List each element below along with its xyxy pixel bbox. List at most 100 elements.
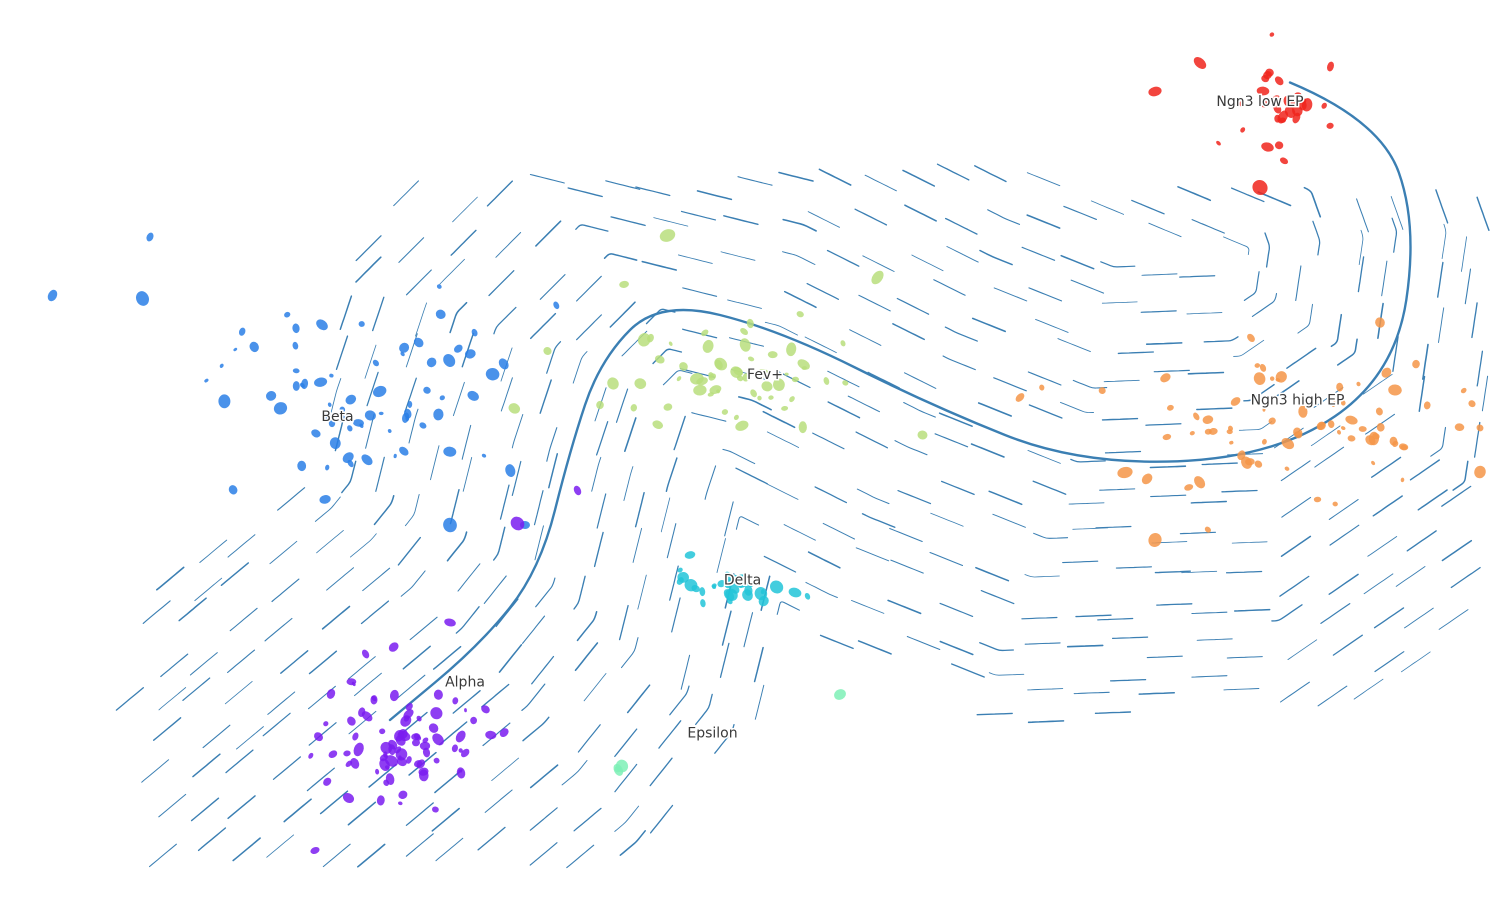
cell-fev-139 bbox=[768, 395, 774, 400]
cluster-label-beta: Beta bbox=[321, 409, 353, 425]
streamline-171 bbox=[620, 637, 639, 669]
cell-fev-158 bbox=[789, 396, 795, 403]
cell-alpha-350 bbox=[456, 767, 466, 779]
streamline-96 bbox=[446, 531, 468, 562]
cells-layer bbox=[47, 32, 1486, 854]
streamline-142 bbox=[575, 224, 609, 232]
streamline-152 bbox=[576, 611, 598, 642]
cell-beta-210 bbox=[292, 368, 300, 374]
cell-fev-124 bbox=[702, 339, 714, 353]
cell-beta-173 bbox=[335, 412, 345, 422]
streamline-71 bbox=[405, 269, 432, 296]
streamline-323 bbox=[1072, 379, 1108, 389]
cell-ngn3-high-ep-66 bbox=[1039, 384, 1045, 391]
streamline-253 bbox=[867, 371, 900, 389]
streamline-70 bbox=[398, 237, 425, 263]
streamline-0 bbox=[115, 687, 144, 711]
cell-ngn3-high-ep-47 bbox=[1098, 387, 1106, 395]
streamline-328 bbox=[1062, 560, 1099, 564]
streamline-351 bbox=[1145, 342, 1183, 345]
streamline-12 bbox=[189, 652, 218, 676]
streamline-319 bbox=[1063, 205, 1097, 220]
cell-fev-145 bbox=[693, 384, 707, 396]
cell-delta-249 bbox=[804, 592, 811, 600]
streamline-271 bbox=[890, 559, 924, 574]
streamline-170 bbox=[618, 604, 629, 641]
streamline-43 bbox=[316, 529, 344, 554]
cell-ngn3-high-ep-99 bbox=[1376, 423, 1385, 432]
cell-alpha-298 bbox=[376, 795, 385, 806]
streamline-3 bbox=[160, 653, 189, 678]
streamline-397 bbox=[1281, 496, 1312, 518]
streamline-261 bbox=[902, 169, 936, 187]
streamline-411 bbox=[1328, 499, 1359, 520]
streamline-355 bbox=[1150, 494, 1187, 498]
streamline-294 bbox=[977, 402, 1012, 417]
cell-alpha-296 bbox=[481, 705, 490, 714]
streamline-438 bbox=[1409, 459, 1440, 481]
streamline-394 bbox=[1269, 380, 1300, 402]
streamline-208 bbox=[714, 723, 735, 754]
streamline-312 bbox=[1033, 532, 1069, 539]
cell-alpha-281 bbox=[398, 790, 408, 800]
streamline-401 bbox=[1287, 639, 1318, 661]
cell-ngn3-low-ep-11 bbox=[1239, 101, 1246, 108]
streamline-124 bbox=[535, 220, 562, 247]
streamline-378 bbox=[1251, 293, 1278, 317]
cell-fev-110 bbox=[767, 351, 778, 359]
streamline-434 bbox=[1438, 307, 1445, 343]
cell-fev-120 bbox=[714, 359, 723, 370]
streamline-384 bbox=[1231, 541, 1268, 544]
streamline-66 bbox=[368, 763, 397, 788]
streamline-153 bbox=[574, 642, 599, 672]
streamline-20 bbox=[229, 607, 258, 632]
streamline-409 bbox=[1310, 425, 1341, 447]
cell-fev-167 bbox=[917, 430, 928, 440]
cell-ngn3-high-ep-60 bbox=[1261, 438, 1267, 445]
cell-alpha-322 bbox=[328, 750, 338, 759]
main-trajectory-stream bbox=[388, 81, 1412, 722]
streamline-252 bbox=[849, 329, 882, 346]
streamline-139 bbox=[529, 807, 558, 831]
cell-ngn3-high-ep-50 bbox=[1468, 400, 1476, 408]
streamline-4 bbox=[158, 687, 187, 711]
cell-fev-147 bbox=[781, 405, 789, 411]
cell-ngn3-low-ep-15 bbox=[1216, 140, 1221, 146]
cell-alpha-314 bbox=[350, 758, 360, 769]
streamline-441 bbox=[1395, 566, 1426, 587]
streamline-172 bbox=[626, 684, 651, 714]
streamline-42 bbox=[314, 496, 341, 522]
cell-alpha-288 bbox=[433, 757, 440, 764]
streamline-364 bbox=[1186, 312, 1223, 315]
streamline-347 bbox=[1177, 186, 1212, 202]
cell-beta-189 bbox=[443, 354, 456, 367]
cell-beta-178 bbox=[364, 410, 376, 421]
cell-ngn3-high-ep-76 bbox=[1254, 363, 1261, 368]
cell-beta-225 bbox=[407, 401, 413, 408]
streamline-443 bbox=[1400, 651, 1431, 673]
cell-beta-174 bbox=[347, 425, 353, 432]
streamline-451 bbox=[1452, 460, 1469, 491]
cell-fev-129 bbox=[772, 378, 785, 391]
streamline-89 bbox=[439, 258, 465, 285]
streamline-158 bbox=[566, 844, 595, 869]
streamline-63 bbox=[347, 656, 376, 680]
streamline-354 bbox=[1149, 465, 1187, 469]
streamline-360 bbox=[1138, 692, 1175, 695]
streamline-18 bbox=[227, 534, 256, 558]
streamline-332 bbox=[1131, 199, 1165, 215]
streamline-81 bbox=[402, 645, 431, 670]
cell-beta-170 bbox=[316, 319, 328, 331]
cell-fev-165 bbox=[543, 346, 552, 356]
streamline-273 bbox=[906, 635, 941, 651]
streamline-186 bbox=[666, 523, 677, 559]
streamline-304 bbox=[1026, 214, 1061, 229]
streamline-404 bbox=[1358, 229, 1364, 266]
cell-ngn3-high-ep-104 bbox=[1375, 317, 1385, 328]
streamline-452 bbox=[1441, 485, 1472, 507]
streamline-50 bbox=[319, 790, 349, 815]
streamline-225 bbox=[782, 251, 816, 265]
streamline-302 bbox=[976, 712, 1013, 716]
cell-fev-168 bbox=[871, 270, 884, 285]
streamline-129 bbox=[546, 427, 558, 462]
